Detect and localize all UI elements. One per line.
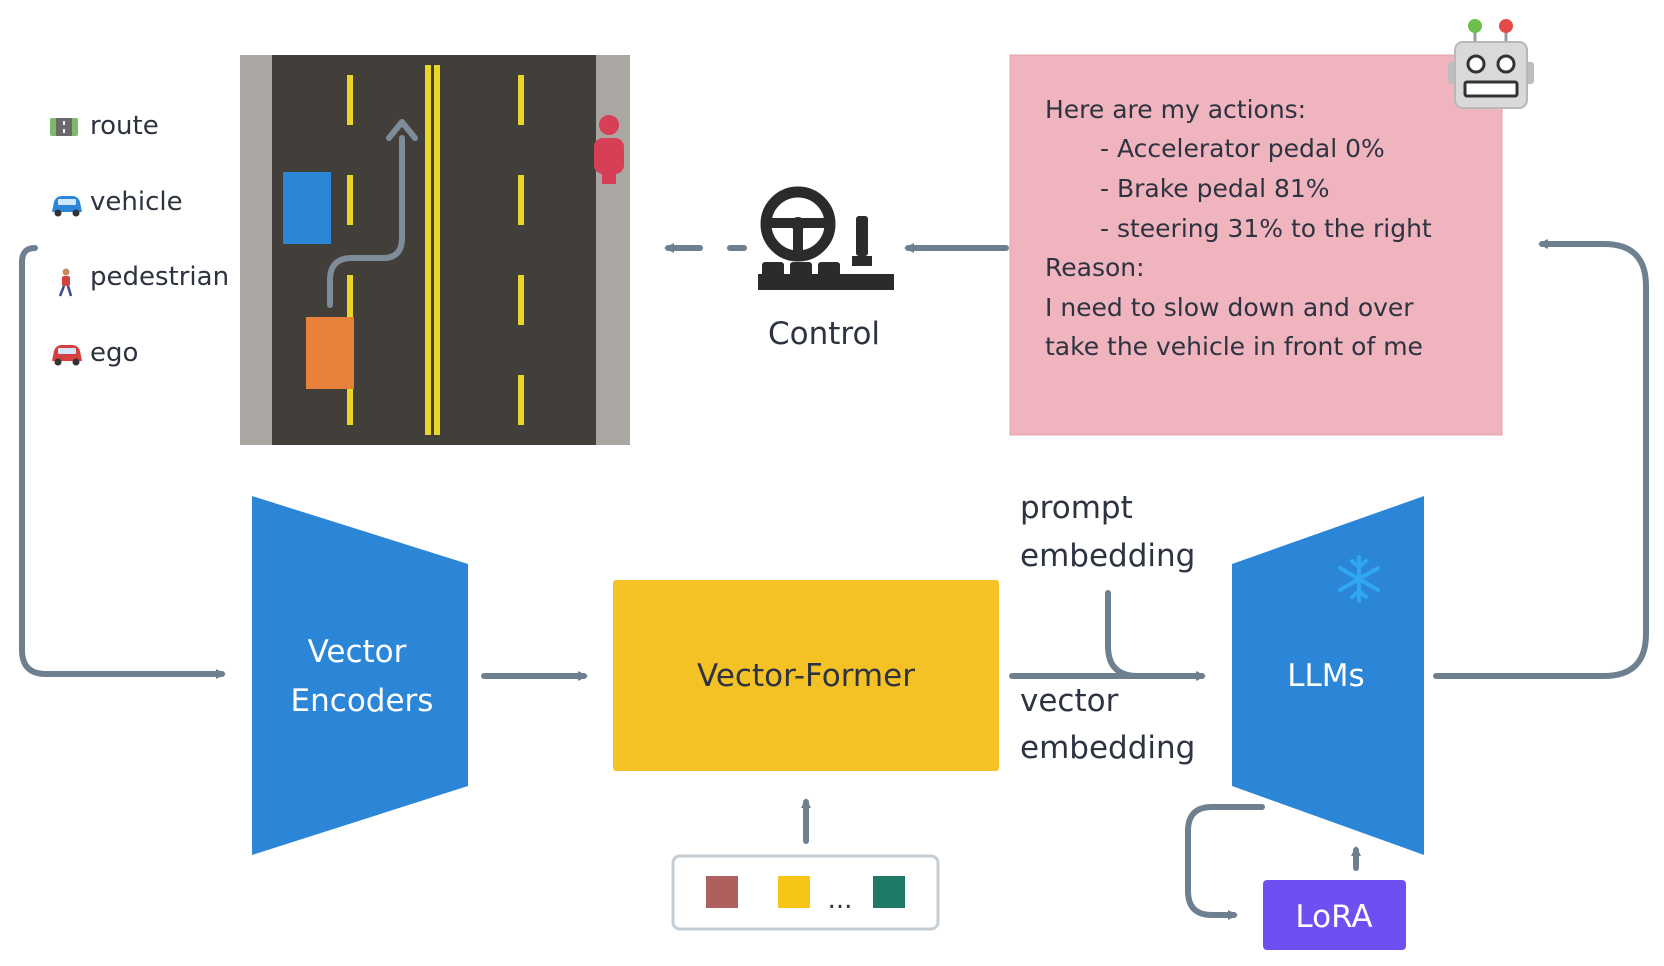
- planned-route-arrow: [327, 135, 405, 308]
- token-green: [873, 876, 905, 908]
- snowflake-icon: [1338, 555, 1380, 603]
- vector-embedding-label-line1: vector: [1020, 683, 1119, 719]
- llm-output-card: Here are my actions: - Accelerator pedal…: [1009, 54, 1503, 436]
- road-icon: [50, 118, 78, 136]
- legend-item-ego: ego: [52, 338, 138, 368]
- llms-shape: [1232, 496, 1424, 855]
- llm-output-line: take the vehicle in front of me: [1045, 332, 1423, 361]
- legend: route vehicle pedestrian: [50, 111, 229, 368]
- pedestrian-icon: [58, 268, 73, 297]
- token-ellipsis: ...: [828, 885, 853, 915]
- vector-embedding-label-line2: embedding: [1020, 730, 1195, 766]
- prompt-embedding-label-line2: embedding: [1020, 538, 1195, 574]
- road-scene: [240, 55, 630, 445]
- legend-item-route: route: [50, 111, 159, 141]
- vector-encoders-label-line2: Encoders: [291, 683, 434, 719]
- vector-former-label: Vector-Former: [697, 658, 915, 694]
- vector-encoders-shape: [252, 496, 468, 855]
- token-yellow: [778, 876, 810, 908]
- pedestrian-figure: [594, 115, 624, 184]
- vehicle-box: [283, 172, 331, 244]
- arrow-prompt-embedding: [1105, 590, 1141, 679]
- legend-label-pedestrian: pedestrian: [90, 262, 229, 292]
- legend-item-pedestrian: pedestrian: [58, 262, 229, 297]
- vector-encoders-label-line1: Vector: [308, 634, 407, 670]
- legend-label-vehicle: vehicle: [90, 187, 183, 217]
- vector-former-shape: [613, 580, 999, 771]
- llms-block: LLMs: [1232, 496, 1424, 855]
- llm-output-line: - Accelerator pedal 0%: [1100, 134, 1385, 163]
- lora-label: LoRA: [1295, 899, 1372, 935]
- legend-item-vehicle: vehicle: [52, 187, 183, 217]
- car-icon: [52, 196, 82, 217]
- arrow-llms-to-lora: [1185, 804, 1265, 920]
- llm-output-line: Here are my actions:: [1045, 95, 1306, 124]
- control-label: Control: [768, 316, 880, 352]
- arrow-scene-to-encoders: [19, 245, 226, 679]
- llm-output-line: - Brake pedal 81%: [1100, 174, 1330, 203]
- lora-shape: [1263, 880, 1406, 950]
- llm-output-line: Reason:: [1045, 253, 1145, 282]
- llms-label: LLMs: [1287, 658, 1364, 694]
- legend-label-route: route: [90, 111, 159, 141]
- lane-markings: [347, 65, 524, 435]
- legend-label-ego: ego: [90, 338, 138, 368]
- arrow-llms-to-output: [1433, 239, 1649, 679]
- control-block: Control: [758, 186, 894, 352]
- llm-output-line: - steering 31% to the right: [1100, 214, 1432, 243]
- llm-output-background: [1009, 54, 1503, 436]
- vector-encoders-block: Vector Encoders: [252, 496, 468, 855]
- prompt-embedding-label-line1: prompt: [1020, 490, 1133, 526]
- lora-block: LoRA: [1263, 880, 1406, 950]
- ego-box: [306, 317, 354, 389]
- llm-output-line: I need to slow down and over: [1045, 293, 1414, 322]
- token-sequence: ...: [671, 854, 940, 931]
- vector-former-block: Vector-Former: [613, 580, 999, 771]
- connectors: [19, 239, 1649, 920]
- ego-car-icon: [52, 345, 82, 366]
- robot-icon: [1448, 19, 1534, 109]
- token-red: [706, 876, 738, 908]
- steering-wheel-pedals-icon: [758, 186, 894, 290]
